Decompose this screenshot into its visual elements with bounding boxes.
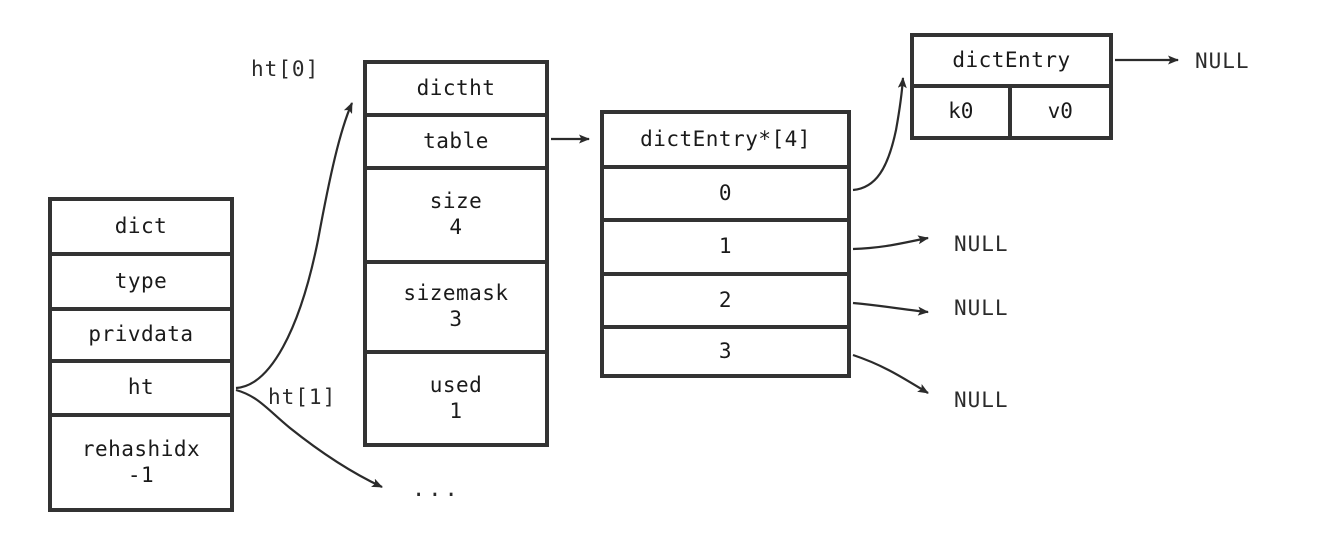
bucket-slot-2-label: 2 [718,287,733,312]
bucket-array-header: dictEntry*[4] [604,114,847,169]
bucket-slot-0: 0 [604,169,847,222]
dict-entry-box: dictEntry k0 v0 [910,33,1113,140]
ht1-pointer-label: ht[1] [268,385,337,409]
dict-field-privdata: privdata [52,311,230,363]
bucket-slot-3: 3 [604,329,847,374]
dict-entry-header-label: dictEntry [952,47,1071,72]
bucket-slot-3-null-label: NULL [954,388,1009,412]
wire-slot1-null [852,235,929,251]
dictht-field-table-label: table [423,128,489,153]
dict-entry-header: dictEntry [914,37,1109,88]
dict-field-ht-label: ht [127,375,155,400]
bucket-array-header-label: dictEntry*[4] [640,126,811,151]
dictht-field-used-value: 1 [449,398,463,423]
dict-entry-key-cell: k0 [914,88,1012,136]
dict-field-rehashidx-label: rehashidx [81,436,201,461]
bucket-slot-2: 2 [604,276,847,329]
bucket-slot-1-label: 1 [718,234,733,259]
dictht-field-used: used 1 [367,354,545,443]
dict-field-type-label: type [114,268,168,293]
dictht-struct-box: dictht table size 4 sizemask 3 used 1 [363,60,549,447]
wire-slot3-null [852,353,929,394]
bucket-slot-1-null-label: NULL [954,232,1009,256]
dict-field-privdata-label: privdata [88,322,194,347]
dict-entry-key-label: k0 [948,99,974,124]
dict-field-type: type [52,256,230,311]
dict-entry-next-null-label: NULL [1195,49,1250,73]
dictht-field-table: table [367,117,545,170]
dict-struct-box: dict type privdata ht rehashidx -1 [48,197,234,512]
dictht-field-sizemask-label: sizemask [403,281,509,306]
ht0-pointer-label: ht[0] [251,57,320,81]
dictht-field-sizemask: sizemask 3 [367,264,545,354]
bucket-slot-2-null-label: NULL [954,296,1009,320]
dictht-field-size-value: 4 [449,215,463,239]
dict-field-dict: dict [52,201,230,256]
bucket-array-box: dictEntry*[4] 0 1 2 3 [600,110,851,378]
dictht-field-dictht: dictht [367,64,545,117]
dictht-field-used-label: used [429,372,483,397]
dict-field-ht: ht [52,363,230,417]
dict-field-rehashidx: rehashidx -1 [52,417,230,508]
bucket-slot-1: 1 [604,222,847,276]
bucket-slot-3-label: 3 [718,338,733,363]
dictht-field-sizemask-value: 3 [449,307,463,331]
dict-entry-value-label: v0 [1047,99,1073,124]
dictht-field-size: size 4 [367,170,545,264]
wire-slot0-to-entry [852,77,907,192]
dict-entry-kv-row: k0 v0 [914,88,1109,136]
dictht-field-size-label: size [429,189,483,214]
dict-field-rehashidx-value: -1 [127,462,155,487]
wire-ht0 [235,102,354,390]
dictht-field-dictht-label: dictht [416,75,496,100]
ht1-ellipsis-label: ... [412,477,461,502]
wire-slot2-null [852,301,929,316]
dict-field-dict-label: dict [114,213,168,238]
dict-entry-value-cell: v0 [1012,88,1110,136]
bucket-slot-0-label: 0 [718,180,733,205]
